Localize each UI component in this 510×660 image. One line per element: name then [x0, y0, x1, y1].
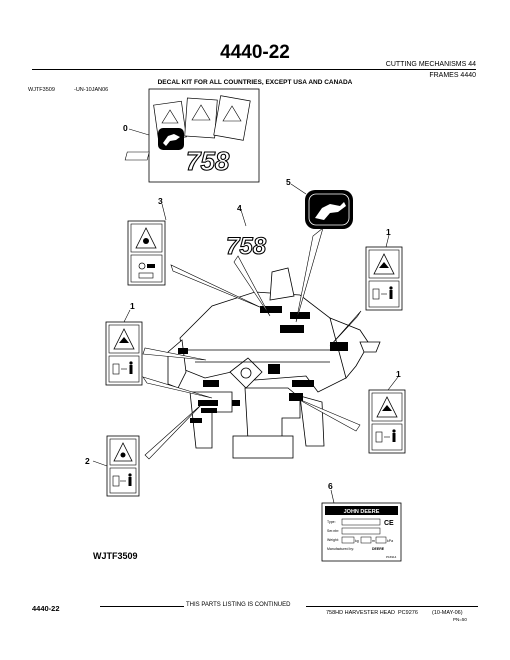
figure-date: -UN-10JAN06 — [74, 87, 109, 93]
continued-rule-left — [100, 606, 184, 607]
footer-code: PC9276 — [398, 610, 418, 616]
decal-item-3 — [127, 220, 166, 286]
footer-date: (10-MAY-06) — [432, 610, 463, 616]
plate-unit-m: m — [372, 539, 375, 543]
callout-3: 3 — [158, 196, 163, 206]
plate-unit-kg: kg — [355, 539, 359, 543]
plate-ce-mark: CE — [384, 520, 394, 527]
footer-page-number: 4440-22 — [32, 604, 60, 613]
callout-1-right-bottom: 1 — [396, 369, 401, 379]
plate-brand: JOHN DEERE — [344, 509, 380, 515]
decal-item-1-left — [105, 321, 143, 386]
continued-notice: THIS PARTS LISTING IS CONTINUED — [186, 602, 291, 608]
callout-2: 2 — [85, 456, 90, 466]
footer-document-title: 758HD HARVESTER HEAD — [326, 610, 395, 616]
decal-item-1-right-bottom — [368, 389, 406, 454]
drawing-reference: WJTF3509 — [93, 551, 138, 561]
plate-label-manufacturer: Manufactured by: — [327, 547, 354, 551]
plate-label-weight: Weight: — [327, 538, 339, 542]
plate-unit-kpa: kPa — [387, 539, 393, 543]
section-subtitle: FRAMES 4440 — [429, 72, 476, 79]
leader-wedges — [142, 227, 362, 460]
section-title: CUTTING MECHANISMS 44 — [385, 61, 476, 68]
figure-caption: DECAL KIT FOR ALL COUNTRIES, EXCEPT USA … — [157, 79, 353, 86]
callout-1-left: 1 — [130, 301, 135, 311]
callout-0: 0 — [123, 123, 128, 133]
model-decal-text: 758 — [226, 233, 267, 260]
figure-id: WJTF3509 — [28, 87, 55, 93]
decal-item-2 — [106, 435, 140, 497]
serial-plate: JOHN DEERE Type: CE Ser.nbr: Weight: kg … — [321, 502, 402, 562]
callout-6: 6 — [328, 481, 333, 491]
deere-logo-decal — [305, 190, 353, 229]
leader-lines — [92, 128, 399, 504]
decal-kit-box: 758 — [124, 88, 260, 183]
footer-pn: PN=50 — [453, 617, 467, 622]
plate-label-serial: Ser.nbr: — [327, 529, 339, 533]
page-number: 4440-22 — [220, 42, 290, 63]
continued-rule-right — [306, 606, 478, 607]
plate-part-code: P16914 — [386, 555, 397, 559]
header-rule — [32, 69, 476, 70]
plate-label-type: Type: — [327, 520, 336, 524]
drawing-dark-marks — [178, 306, 348, 423]
callout-5: 5 — [286, 177, 291, 187]
callout-1-right-top: 1 — [386, 227, 391, 237]
decal-item-1-right-top — [365, 246, 403, 311]
callout-4: 4 — [237, 203, 242, 213]
harvester-head-drawing — [167, 267, 381, 459]
kit-model-text: 758 — [186, 146, 230, 176]
plate-maker: DEERE — [372, 547, 385, 551]
